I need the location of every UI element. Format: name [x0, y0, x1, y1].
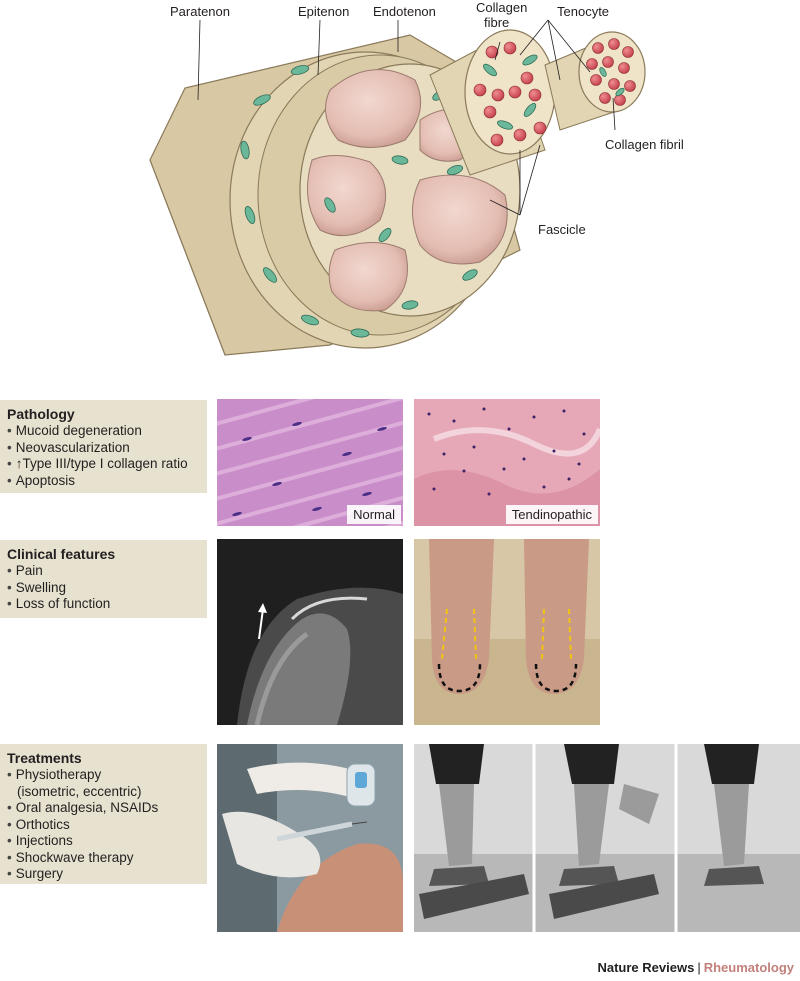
- list-item: Swelling: [7, 580, 207, 597]
- tendinopathic-caption: Tendinopathic: [505, 505, 598, 524]
- collagen-fibres: [473, 41, 547, 147]
- label-collagen-fibril: Collagen fibril: [605, 137, 684, 152]
- tenocytes: [240, 65, 478, 338]
- list-item: Physiotherapy: [7, 767, 207, 784]
- histology-normal-image: Normal: [217, 399, 403, 526]
- list-item: Loss of function: [7, 596, 207, 613]
- clinical-features-list: Pain Swelling Loss of function: [7, 563, 207, 613]
- treatments-list: Physiotherapy (isometric, eccentric) Ora…: [7, 767, 207, 883]
- clinical-features-panel: Clinical features Pain Swelling Loss of …: [0, 540, 207, 618]
- list-item-continuation: (isometric, eccentric): [17, 783, 142, 799]
- ultrasound-injection-image: [217, 744, 403, 932]
- label-endotenon: Endotenon: [373, 4, 436, 19]
- journal-name: Nature Reviews: [597, 960, 695, 975]
- normal-caption: Normal: [347, 505, 401, 524]
- fascicle-tenocytes: [483, 54, 538, 130]
- brand-separator: |: [697, 960, 701, 975]
- list-item: Shockwave therapy: [7, 850, 207, 867]
- list-item: Orthotics: [7, 817, 207, 834]
- achilles-heels-image: [414, 539, 600, 725]
- label-fascicle: Fascicle: [538, 222, 586, 237]
- arrow-indicator: [258, 608, 264, 640]
- list-item: Neovascularization: [7, 440, 207, 457]
- shoulder-mri-image: [217, 539, 403, 725]
- pathology-list: Mucoid degeneration Neovascularization ↑…: [7, 423, 207, 489]
- pathology-panel: Pathology Mucoid degeneration Neovascula…: [0, 400, 207, 493]
- eccentric-exercise-image: [414, 744, 800, 932]
- list-item: Injections: [7, 833, 207, 850]
- label-paratenon: Paratenon: [170, 4, 230, 19]
- treatments-panel: Treatments Physiotherapy (isometric, ecc…: [0, 744, 207, 884]
- list-item: Mucoid degeneration: [7, 423, 207, 440]
- list-item: Apoptosis: [7, 473, 207, 490]
- pathology-title: Pathology: [7, 406, 75, 422]
- list-item: ↑Type III/type I collagen ratio: [7, 456, 207, 473]
- histology-tendinopathic-image: Tendinopathic: [414, 399, 600, 526]
- collagen-fibrils: [586, 38, 636, 106]
- leader-lines: [197, 19, 616, 216]
- list-item: Surgery: [7, 866, 207, 883]
- label-collagen-fibre-line2: fibre: [484, 15, 510, 30]
- journal-section: Rheumatology: [703, 960, 794, 975]
- list-item: Pain: [7, 563, 207, 580]
- label-tenocyte: Tenocyte: [557, 4, 610, 19]
- tendon-hierarchy-diagram: [149, 19, 646, 356]
- label-epitenon: Epitenon: [298, 4, 350, 19]
- clinical-features-title: Clinical features: [7, 546, 116, 562]
- list-item: Oral analgesia, NSAIDs: [7, 800, 207, 817]
- treatments-title: Treatments: [7, 750, 82, 766]
- journal-brand: Nature Reviews|Rheumatology: [597, 960, 794, 975]
- label-collagen-fibre-line1: Collagen: [476, 0, 528, 15]
